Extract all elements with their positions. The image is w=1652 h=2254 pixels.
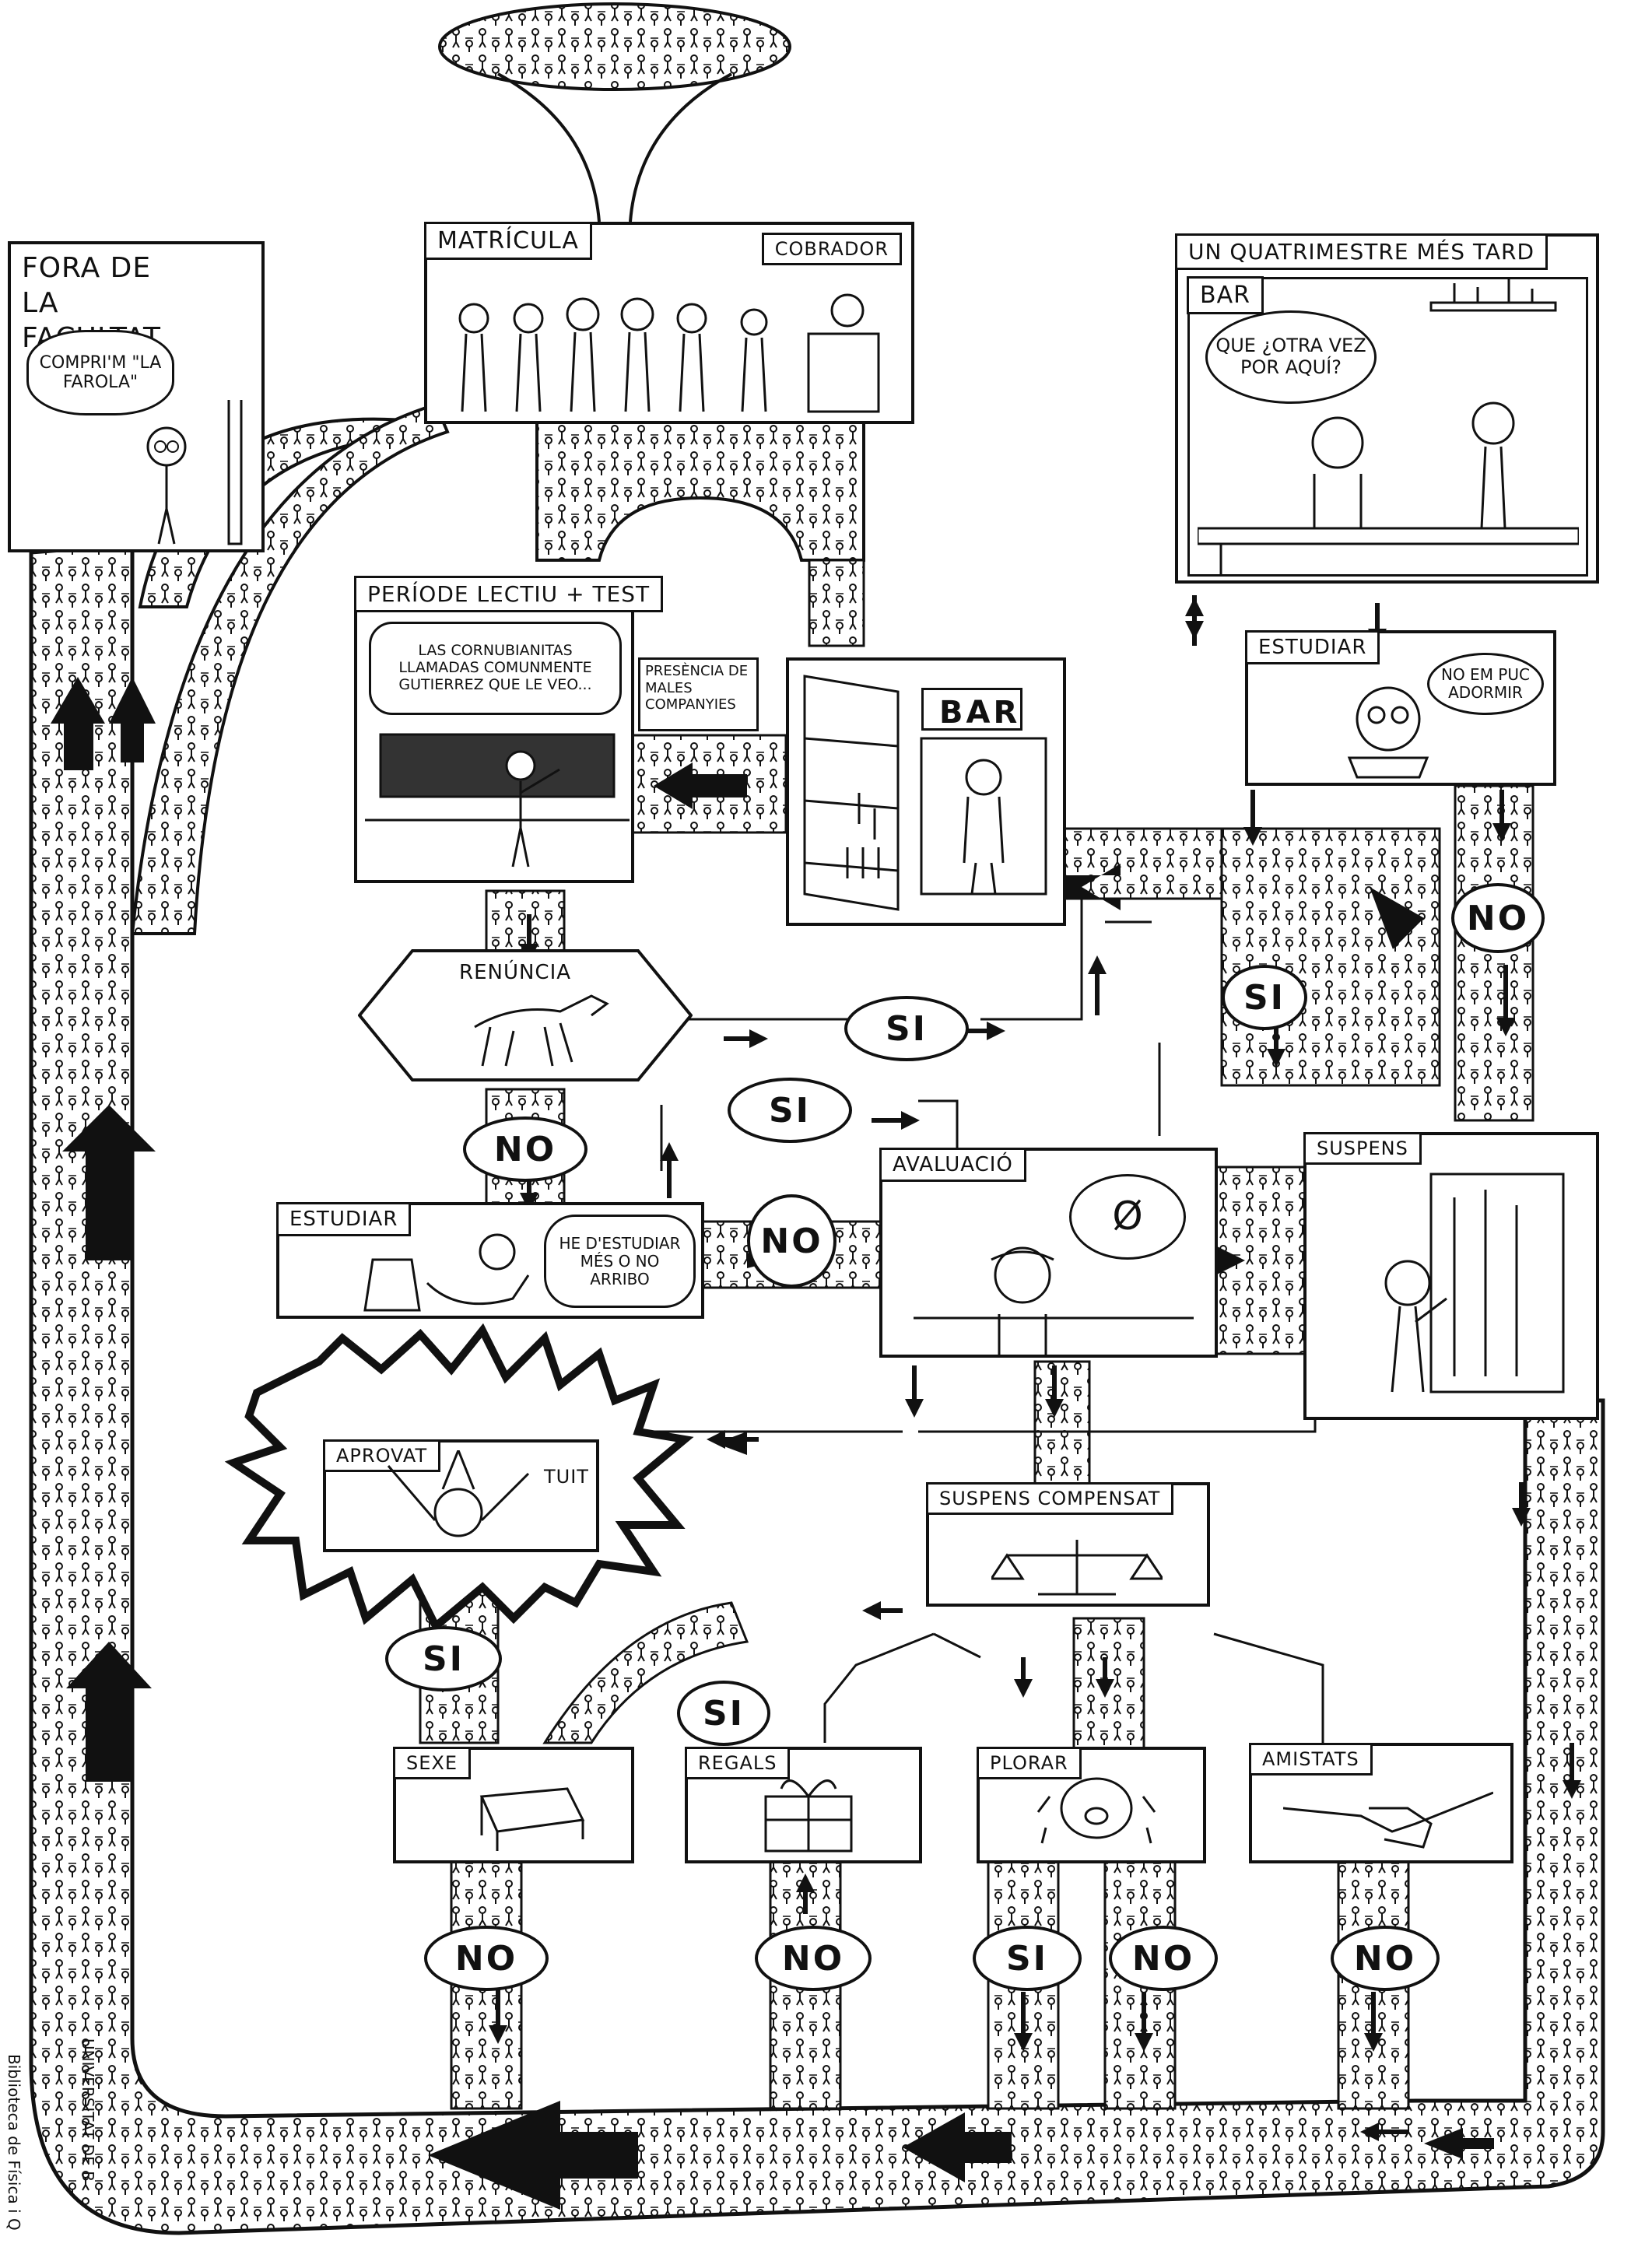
panel-suspens: SUSPENS [1303,1132,1599,1420]
panel-bar: BAR [786,657,1066,926]
decision-no-renuncia: NO [463,1116,587,1182]
noticeboard-illustration [1322,1166,1587,1415]
student-reading [1326,672,1450,781]
panel-title: AVALUACIÓ [879,1148,1026,1182]
decision-no-sexe: NO [424,1926,549,1991]
panel-title: SUSPENS COMPENSAT [926,1482,1173,1515]
panel-fora-facultat: FORA DE LA FACULTAT COMPRI'M "LA FAROLA" [8,241,265,552]
decision-no-plorar: NO [1109,1926,1218,1991]
bar-scene: BAR QUE ¿OTRA VEZ POR AQUÍ? [1187,277,1588,577]
panel-title: UN QUATRIMESTRE MÉS TARD [1175,233,1548,270]
worried-student [914,1229,1194,1357]
panel-suspens-compensat: SUSPENS COMPENSAT [926,1482,1210,1607]
panel-estudiar-top: ESTUDIAR NO EM PUC ADORMIR [1245,630,1556,786]
decision-si-plorar: SI [973,1926,1082,1991]
studying-illustration [357,1229,544,1318]
panel-amistats: AMISTATS [1249,1743,1513,1863]
handshake-icon [1283,1777,1493,1855]
panel-avaluacio: AVALUACIÓ Ø [879,1148,1218,1358]
decision-no-estudiar: NO [747,1194,837,1288]
bar-illustration [1198,279,1579,575]
speech-bubble: LAS CORNUBIANITAS LLAMADAS COMUNMENTE GU… [369,622,622,715]
panel-periode-lectiu: PERÍODE LECTIU + TEST LAS CORNUBIANITAS … [354,576,634,883]
sign-presencia: PRESÈNCIA DE MALES COMPANYIES [638,657,759,731]
panel-title: MATRÍCULA [424,222,592,260]
queue-illustration [443,287,902,419]
cashier-label: COBRADOR [762,233,902,265]
speech-bubble: HE D'ESTUDIAR MÉS O NO ARRIBO [544,1215,696,1308]
university-stamp: UNIVERSITAT DE B [79,2038,97,2182]
sign-text: PRESÈNCIA DE MALES COMPANYIES [645,663,754,713]
panel-un-quatrimestre: UN QUATRIMESTRE MÉS TARD BAR QUE ¿OTRA V… [1175,233,1599,584]
crowd-funnel [440,4,790,222]
decision-no-amistats: NO [1331,1926,1440,1991]
panel-plorar: PLORAR [977,1747,1206,1863]
decision-si-estudiar: SI [728,1078,852,1143]
panel-title: AMISTATS [1249,1743,1373,1776]
decision-no-right: NO [1451,883,1545,953]
decision-si-bar: SI [1222,965,1307,1030]
bar-illustration [789,661,1069,929]
panel-estudiar-mid: ESTUDIAR HE D'ESTUDIAR MÉS O NO ARRIBO [276,1202,704,1319]
gift-icon [750,1765,867,1859]
person-lamppost [120,400,260,548]
celebrating-student [373,1450,544,1551]
panel-title: ESTUDIAR [1245,630,1380,664]
library-stamp: Biblioteca de Física i Q [5,2054,23,2231]
sound-effect: TUIT [544,1466,589,1488]
crying-face [1034,1765,1159,1859]
panel-title: SUSPENS [1303,1132,1422,1165]
panel-matricula: MATRÍCULA COBRADOR [424,222,914,424]
panel-title: PERÍODE LECTIU + TEST [354,576,663,612]
bed-icon [466,1773,591,1859]
scales-icon [991,1524,1163,1602]
decision-si-renuncia: SI [844,996,969,1061]
decision-no-regals: NO [755,1926,872,1991]
panel-title: SEXE [393,1747,471,1779]
panel-aprovat: APROVAT TUIT [323,1439,599,1552]
renuncia-title: RENÚNCIA [459,961,571,984]
classroom-illustration [365,719,630,875]
decision-si-regals: SI [677,1681,770,1746]
decision-si-aprovat: SI [385,1626,502,1691]
panel-sexe: SEXE [393,1747,634,1863]
panel-regals: REGALS [685,1747,922,1863]
